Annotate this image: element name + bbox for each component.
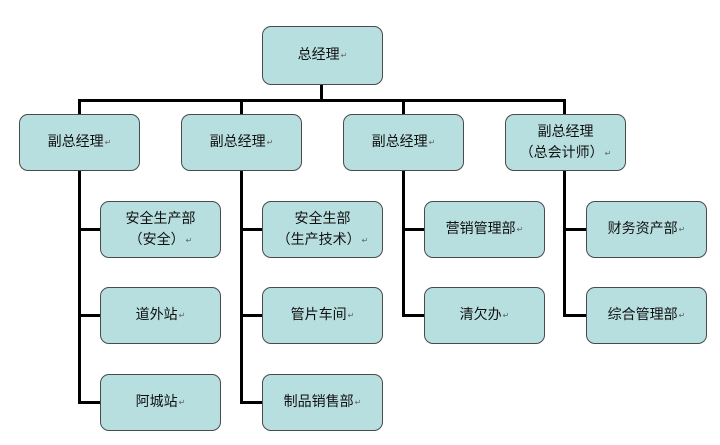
node-label-line: 制品销售部 xyxy=(283,394,354,410)
node-marketing-management-dept: 营销管理部↵ xyxy=(424,201,545,258)
paragraph-mark: ↵ xyxy=(354,398,362,407)
connector-branch-4-1 xyxy=(563,228,586,231)
node-label-line: 副总经理 xyxy=(209,134,266,150)
paragraph-mark: ↵ xyxy=(604,148,612,158)
node-label-line: 管片车间 xyxy=(290,307,347,323)
connector-branch-1-3 xyxy=(78,401,101,404)
node-safety-production-dept: 安全生产部 （安全）↵ xyxy=(100,201,221,258)
connector-branch-2-3 xyxy=(240,401,263,404)
connector-trunk-2 xyxy=(240,170,243,404)
node-general-manager: 总经理↵ xyxy=(262,26,383,85)
node-product-sales-dept: 制品销售部↵ xyxy=(262,374,383,431)
connector-branch-3-2 xyxy=(402,314,425,317)
connector-branch-1-1 xyxy=(78,228,101,231)
paragraph-mark: ↵ xyxy=(678,311,686,320)
node-general-management-dept: 综合管理部↵ xyxy=(586,287,707,344)
node-label-line: 副总经理 xyxy=(371,134,428,150)
paragraph-mark: ↵ xyxy=(185,235,193,245)
connector-trunk-3 xyxy=(402,170,405,317)
node-daowai-station: 道外站↵ xyxy=(100,287,221,344)
connector-branch-2-2 xyxy=(240,314,263,317)
paragraph-mark: ↵ xyxy=(361,235,369,245)
paragraph-mark: ↵ xyxy=(178,311,186,320)
connector-branch-1-2 xyxy=(78,314,101,317)
connector-branch-4-2 xyxy=(563,314,586,317)
connector-branch-3-1 xyxy=(402,228,425,231)
paragraph-mark: ↵ xyxy=(347,311,355,320)
paragraph-mark: ↵ xyxy=(502,311,510,320)
node-label-line: 营销管理部 xyxy=(445,221,516,237)
node-label-line: 安全生部 xyxy=(294,210,351,227)
paragraph-mark: ↵ xyxy=(104,138,112,147)
paragraph-mark: ↵ xyxy=(340,51,348,60)
connector-main-bar xyxy=(78,99,566,102)
paragraph-mark: ↵ xyxy=(516,225,524,234)
connector-trunk-1 xyxy=(78,170,81,404)
node-deputy-manager-3: 副总经理↵ xyxy=(343,114,464,171)
connector-root-down xyxy=(320,84,323,101)
node-label-line: （总会计师） xyxy=(519,144,604,161)
connector-to-head-4 xyxy=(563,99,566,116)
connector-branch-2-1 xyxy=(240,228,263,231)
node-finance-assets-dept: 财务资产部↵ xyxy=(586,201,707,258)
node-acheng-station: 阿城站↵ xyxy=(100,374,221,431)
node-deputy-manager-2: 副总经理↵ xyxy=(181,114,302,171)
node-label-line: 副总经理 xyxy=(537,123,594,140)
node-label-line: 道外站 xyxy=(135,307,178,323)
node-label-line: 阿城站 xyxy=(135,394,178,410)
connector-to-head-2 xyxy=(240,99,243,116)
node-segment-workshop: 管片车间↵ xyxy=(262,287,383,344)
paragraph-mark: ↵ xyxy=(266,138,274,147)
node-safety-production-tech-dept: 安全生部 （生产技术）↵ xyxy=(262,201,383,258)
node-label-line: 总经理 xyxy=(297,47,340,63)
paragraph-mark: ↵ xyxy=(428,138,436,147)
node-label-line: （生产技术） xyxy=(276,231,361,248)
connector-trunk-4 xyxy=(563,170,566,317)
node-label-line: 财务资产部 xyxy=(607,221,678,237)
node-label-line: 综合管理部 xyxy=(607,307,678,323)
paragraph-mark: ↵ xyxy=(178,398,186,407)
node-deputy-manager-chief-accountant: 副总经理 （总会计师）↵ xyxy=(505,114,626,171)
node-label-line: 安全生产部 xyxy=(125,210,196,227)
paragraph-mark: ↵ xyxy=(678,225,686,234)
connector-to-head-1 xyxy=(78,99,81,116)
node-label-line: 副总经理 xyxy=(47,134,104,150)
connector-to-head-3 xyxy=(402,99,405,116)
node-label-line: （安全） xyxy=(128,231,185,248)
node-label-line: 清欠办 xyxy=(459,307,502,323)
node-debt-collection-office: 清欠办↵ xyxy=(424,287,545,344)
node-deputy-manager-1: 副总经理↵ xyxy=(19,114,140,171)
